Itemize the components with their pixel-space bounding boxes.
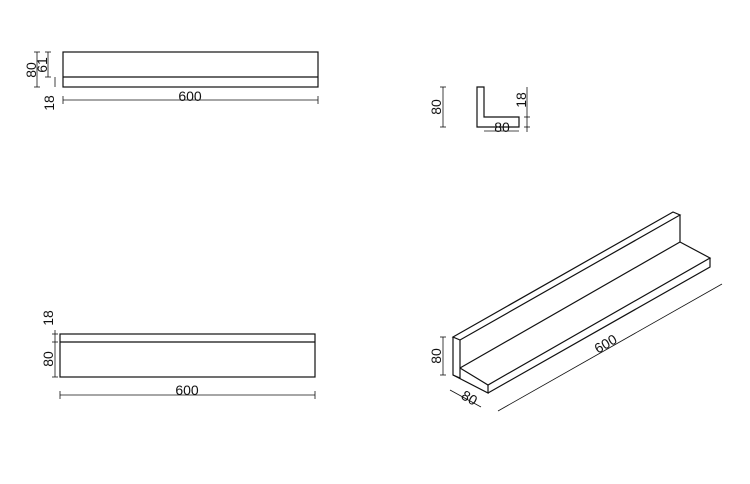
dim-inner: 61 (34, 57, 50, 73)
front-view: 600 18 80 (40, 310, 316, 399)
dim-height: 80 (23, 62, 39, 78)
iso-shelf-top (459, 241, 712, 386)
dim-thickness: 18 (513, 92, 529, 108)
iso-inner-corner (459, 241, 681, 369)
section-view: 80 80 18 (428, 86, 530, 135)
dim-length: 600 (591, 331, 619, 357)
front-view-outline (59, 333, 316, 378)
dim-height: 80 (40, 351, 56, 367)
iso-wall-top (451, 211, 682, 341)
section-profile (476, 86, 520, 128)
dim-length: 600 (175, 382, 199, 398)
dim-height: 80 (428, 99, 444, 115)
dim-height: 80 (428, 348, 444, 364)
dim-thickness: 18 (41, 95, 57, 111)
top-view: 600 80 61 18 (23, 51, 319, 111)
dim-length: 600 (178, 88, 202, 104)
dim-depth: 80 (459, 387, 481, 409)
dim-depth: 80 (494, 119, 510, 135)
iso-shelf-front (452, 258, 711, 394)
iso-view: 600 80 80 (428, 211, 723, 412)
iso-wall-end (452, 337, 461, 379)
top-view-outline (62, 51, 319, 88)
dim-thickness: 18 (40, 310, 56, 326)
